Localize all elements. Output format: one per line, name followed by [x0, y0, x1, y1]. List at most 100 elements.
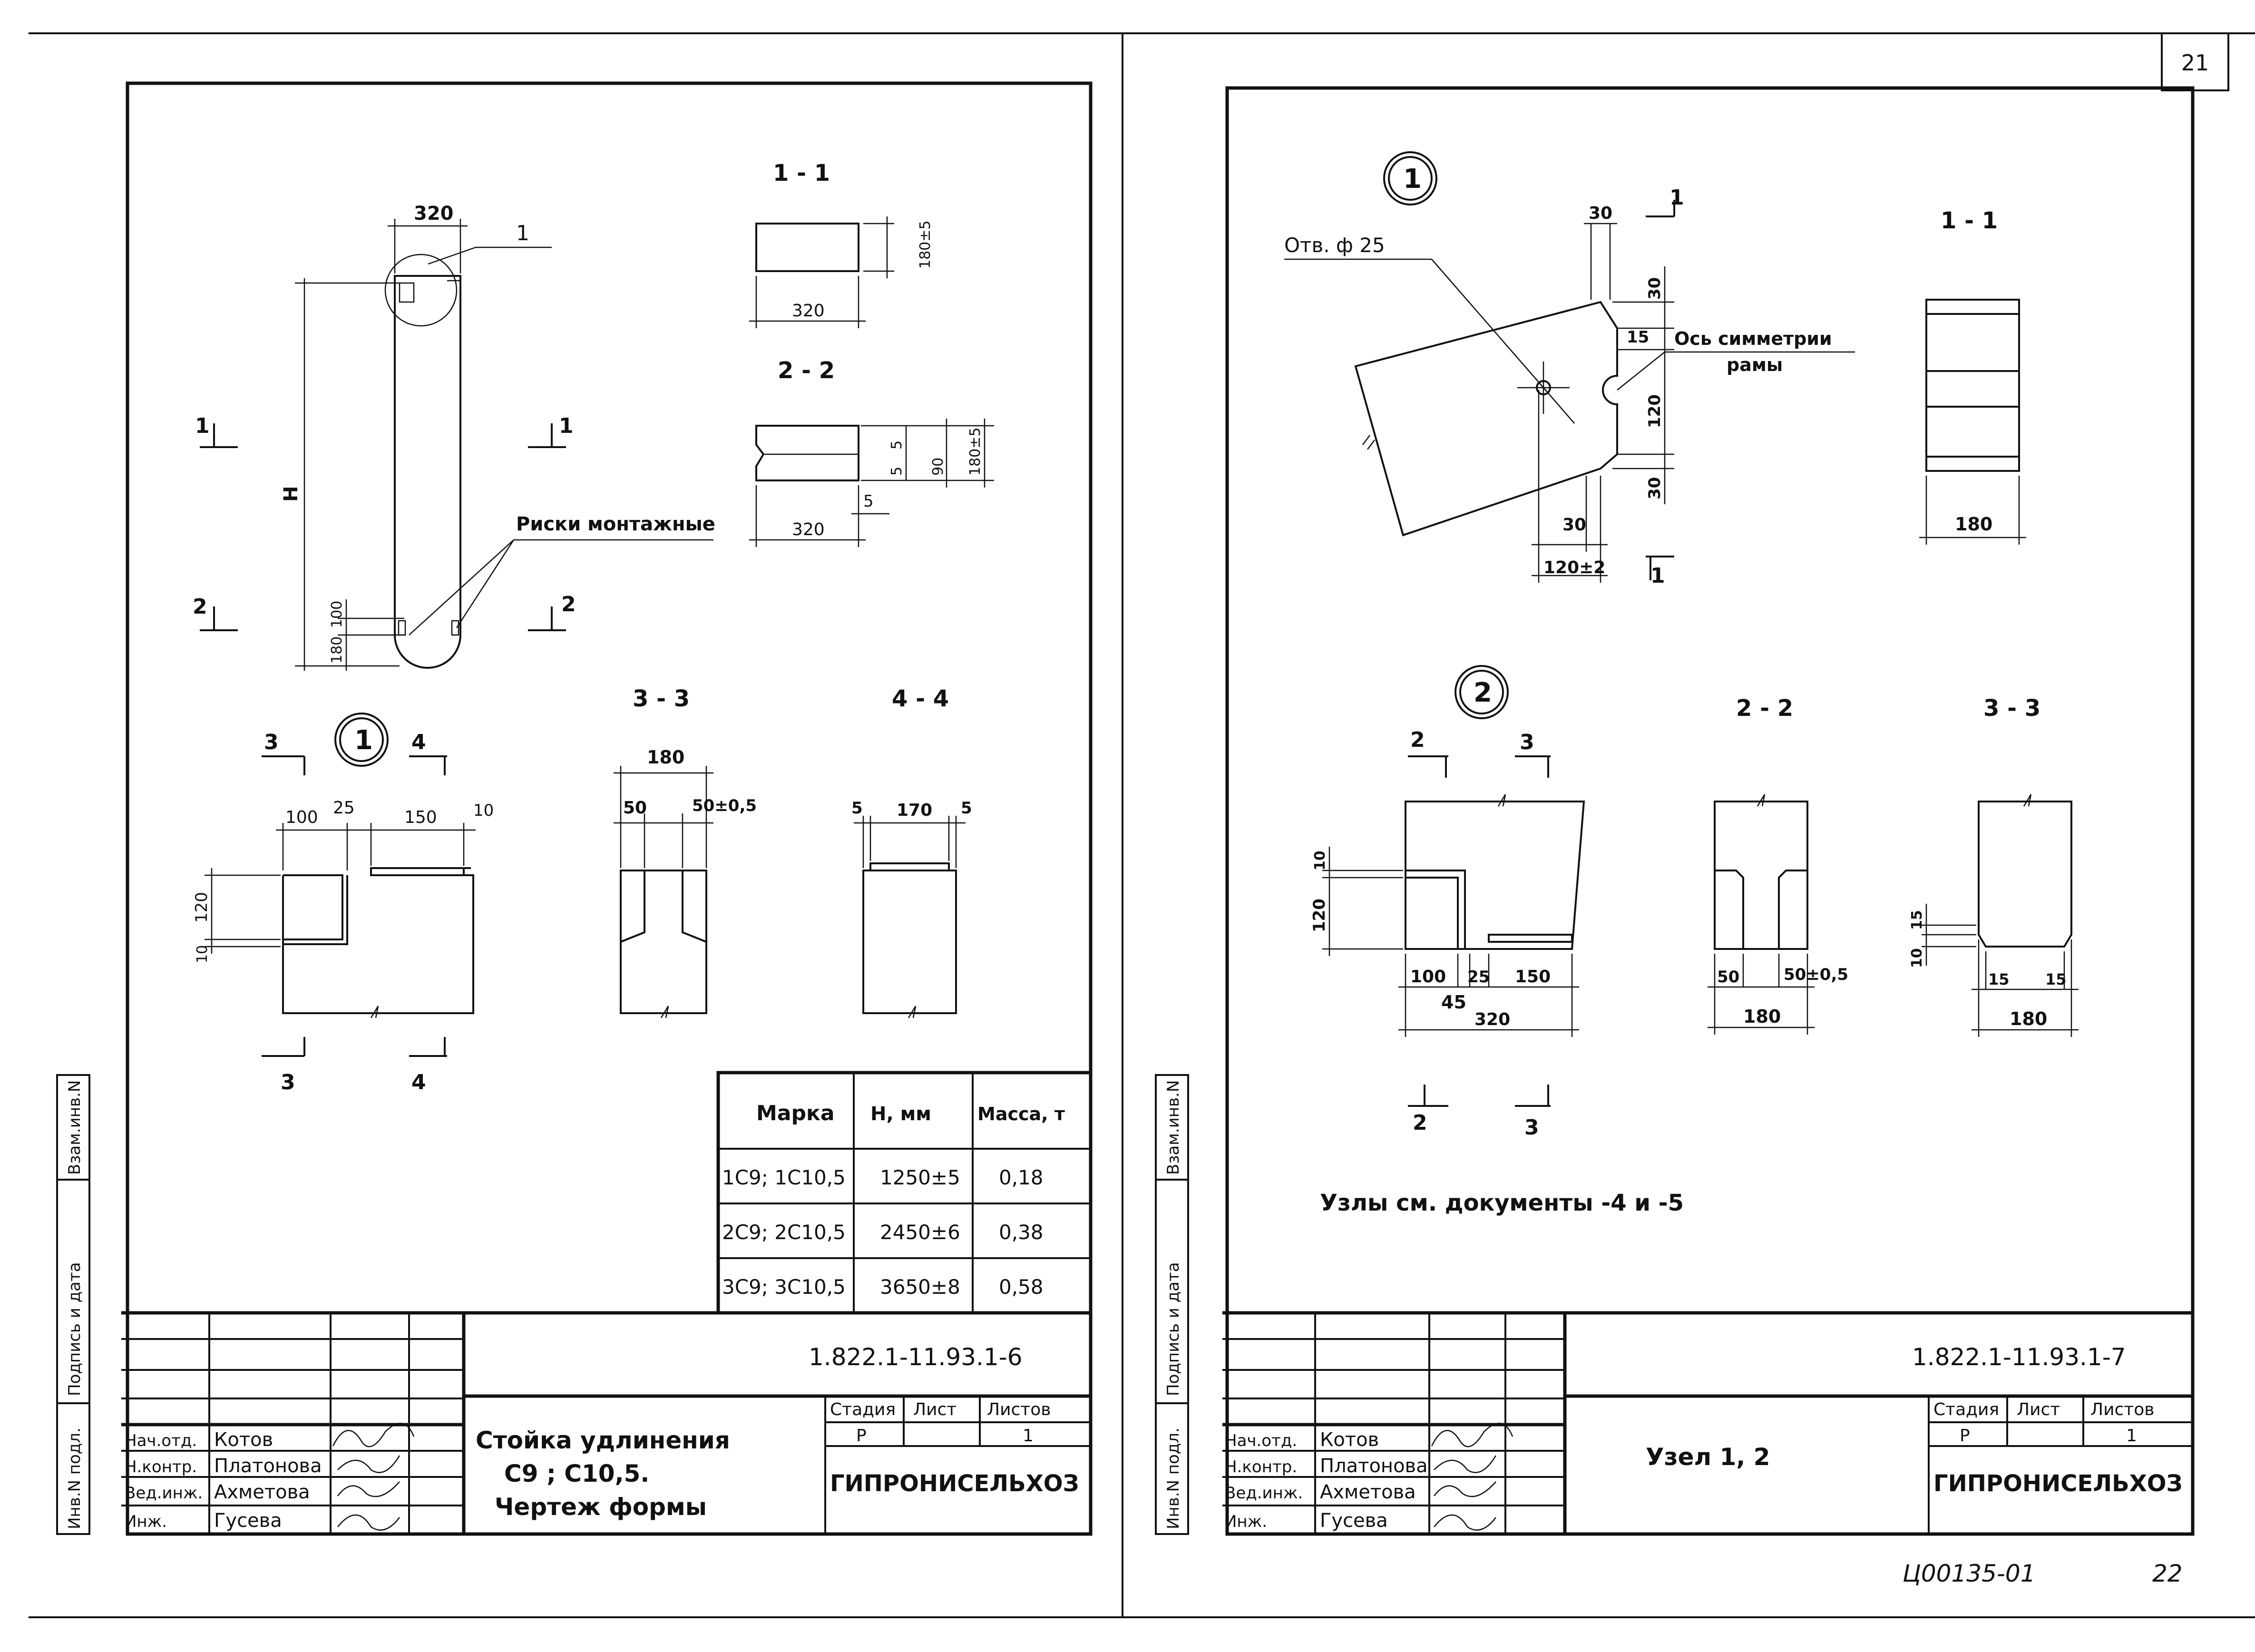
- r-sig-role-2: Н.контр.: [1225, 1457, 1297, 1476]
- table-r2-h: 2450±6: [880, 1221, 960, 1244]
- side-label-inv: Инв.N подл.: [65, 1427, 84, 1529]
- table-r3-h: 3650±8: [880, 1275, 960, 1299]
- r-s11-dim-180: 180: [1955, 514, 1992, 535]
- r-dim-30-a: 30: [1645, 277, 1664, 300]
- r-org-name: ГИПРОНИСЕЛЬХОЗ: [1933, 1470, 2183, 1497]
- s44-dim-5b: 5: [961, 799, 972, 818]
- r-n2-dim-320: 320: [1474, 1010, 1510, 1029]
- section-1-1: 1 - 1 320 180±5: [749, 160, 934, 328]
- node-1-detail: 1 3 4 100 25 150 10 120 10: [192, 713, 494, 1095]
- r-node-1-label: 1: [1403, 164, 1422, 195]
- nodes-note: Узлы см. документы -4 и -5: [1320, 1190, 1684, 1216]
- sec11-dim-180: 180±5: [917, 221, 934, 269]
- r-n2-dim-45: 45: [1441, 992, 1466, 1013]
- r-cut-1-top: 1: [1669, 186, 1684, 210]
- axis-label-2: рамы: [1727, 354, 1783, 375]
- r-cut-2-top: 2: [1410, 728, 1425, 752]
- r-s33-dim-15a: 15: [1988, 970, 2010, 988]
- n1-dim-25: 25: [333, 798, 355, 818]
- cut-2-right: 2: [561, 592, 576, 616]
- title-line-2: С9 ; С10,5.: [504, 1460, 649, 1487]
- r-side-label-inv: Инв.N подл.: [1164, 1427, 1183, 1529]
- sig-role-1: Нач.отд.: [125, 1431, 197, 1450]
- r-title-line-1: Узел 1, 2: [1646, 1443, 1770, 1471]
- r-dim-120: 120: [1645, 394, 1664, 428]
- title-line-1: Стойка удлинения: [476, 1427, 730, 1454]
- node-1-label: 1: [354, 725, 373, 756]
- r-side-label-sign: Подпись и дата: [1164, 1262, 1183, 1396]
- r-cut-2-bottom: 2: [1413, 1111, 1427, 1135]
- r-cut-1-bottom: 1: [1650, 564, 1665, 588]
- r-s22-dim-180: 180: [1743, 1006, 1781, 1027]
- r-stage-head: Стадия: [1933, 1400, 1999, 1419]
- sec22-dim-5a: 5: [888, 440, 905, 450]
- page-corner-number: 21: [2181, 50, 2209, 76]
- sec22-dim-320: 320: [792, 520, 825, 539]
- r-section-3-3: 3 - 3 15 15 180 15 10: [1909, 695, 2079, 1037]
- column-elevation: 1 320 H 100 180 Риски монтажные 1 1: [193, 203, 715, 671]
- n1-dim-150: 150: [404, 808, 437, 827]
- sec11-dim-320: 320: [792, 301, 825, 321]
- r-node-2-label: 2: [1474, 677, 1492, 708]
- s33-dim-50b: 50±0,5: [692, 796, 757, 815]
- page-bottom-number: 22: [2152, 1560, 2183, 1587]
- r-n2-dim-100: 100: [1410, 967, 1446, 987]
- cut-4-top: 4: [411, 730, 426, 754]
- leader-1-label: 1: [516, 221, 529, 245]
- r-section-1-1: 1 - 1 180: [1919, 207, 2026, 545]
- r-s33-dim-15v: 15: [1909, 910, 1925, 930]
- r-dim-30-b: 30: [1645, 477, 1664, 499]
- sec22-dim-90: 90: [930, 458, 947, 476]
- table-head-h: Н, мм: [870, 1103, 931, 1125]
- sig-role-3: Вед.инж.: [125, 1484, 203, 1503]
- r-sig-name-3: Ахметова: [1320, 1481, 1416, 1503]
- r-n2-dim-25: 25: [1467, 968, 1490, 987]
- r-s33-dim-180: 180: [2010, 1008, 2047, 1029]
- r-sig-role-4: Инж.: [1225, 1512, 1267, 1531]
- section-4-4-title: 4 - 4: [892, 685, 949, 712]
- r-s22-dim-50b: 50±0,5: [1784, 965, 1848, 984]
- section-1-1-title: 1 - 1: [773, 160, 830, 186]
- r-s33-dim-10v: 10: [1909, 948, 1925, 968]
- table-r2-mass: 0,38: [999, 1221, 1044, 1244]
- sig-role-2: Н.контр.: [125, 1457, 197, 1476]
- sig-name-1: Котов: [214, 1429, 273, 1451]
- stage-head: Стадия: [830, 1400, 896, 1419]
- sec22-dim-180: 180±5: [967, 428, 984, 476]
- r-sig-role-1: Нач.отд.: [1225, 1431, 1297, 1450]
- r-cut-3-bottom: 3: [1524, 1115, 1539, 1140]
- r-dim-15: 15: [1627, 328, 1649, 347]
- risk-label: Риски монтажные: [516, 513, 715, 535]
- sig-name-3: Ахметова: [214, 1481, 310, 1503]
- r-side-label-vzam: Взам.инв.N: [1164, 1080, 1183, 1175]
- side-label-vzam: Взам.инв.N: [65, 1080, 84, 1175]
- cut-2-left: 2: [193, 595, 207, 619]
- r-sheets-head: Листов: [2090, 1400, 2154, 1419]
- sig-role-4: Инж.: [125, 1512, 167, 1531]
- axis-label: Ось симметрии: [1674, 328, 1832, 349]
- r-sheet-head: Лист: [2017, 1400, 2060, 1419]
- section-2-2-title: 2 - 2: [778, 357, 835, 384]
- sig-name-4: Гусева: [214, 1510, 282, 1532]
- r-cut-3-top: 3: [1520, 730, 1534, 754]
- dim-320: 320: [414, 203, 454, 225]
- node-2-view: 2 2 3 100 25 150 45 320 10: [1310, 665, 1585, 1140]
- r-s22-dim-50a: 50: [1717, 968, 1739, 987]
- s44-dim-170: 170: [897, 801, 932, 820]
- s33-dim-180: 180: [647, 747, 684, 768]
- sig-name-2: Платонова: [214, 1455, 322, 1477]
- r-doc-number: 1.822.1-11.93.1-7: [1912, 1343, 2126, 1371]
- r-n2-dim-10: 10: [1312, 850, 1328, 870]
- cut-1-left: 1: [195, 414, 210, 438]
- org-name: ГИПРОНИСЕЛЬХОЗ: [830, 1470, 1079, 1497]
- cut-4-bottom: 4: [411, 1070, 426, 1095]
- sheets-value: 1: [1023, 1426, 1034, 1446]
- doc-number: 1.822.1-11.93.1-6: [809, 1343, 1023, 1371]
- dim-100: 100: [329, 601, 345, 628]
- r-stage-value: Р: [1960, 1426, 1970, 1446]
- r-s33-dim-15b: 15: [2045, 970, 2067, 988]
- r-section-1-1-title: 1 - 1: [1941, 207, 1998, 234]
- left-sheet: Инв.N подл. Подпись и дата Взам.инв.N 1.…: [56, 81, 1093, 1536]
- handwritten-signature: [332, 1423, 415, 1531]
